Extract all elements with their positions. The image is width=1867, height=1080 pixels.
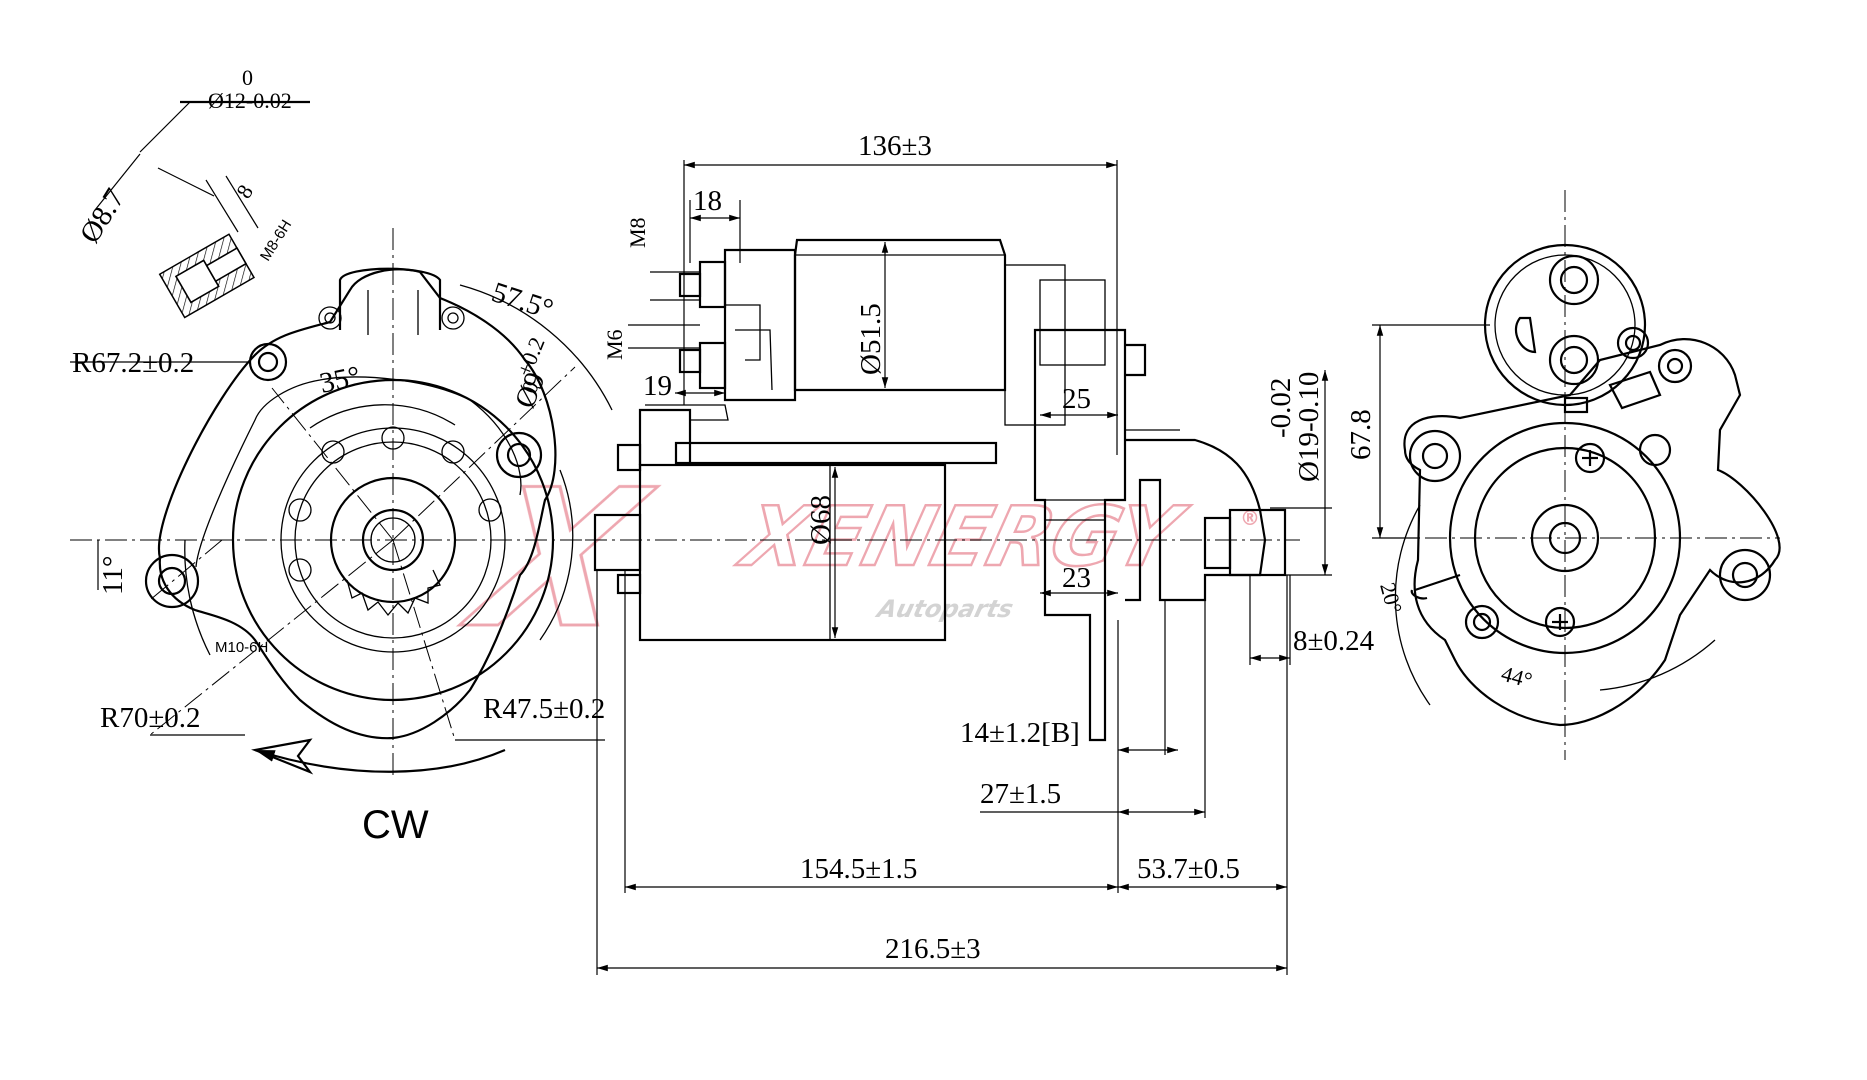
dimension-labels: 0 Ø12-0.02 Ø8.7 8 M8-6H 57.5° R67.2±0.2 …: [72, 65, 1535, 965]
dia-68-label: Ø68: [805, 495, 837, 545]
shaft-dia-label: Ø12-0.02: [208, 88, 292, 113]
length-14-label: 14±1.2[B]: [960, 717, 1080, 749]
angle-20-label: 20°: [1375, 580, 1407, 616]
dia-51-label: Ø51.5: [855, 303, 887, 375]
thread-m10-label: M10-6H: [215, 639, 268, 656]
solenoid-end-view: [1390, 190, 1781, 760]
angle-35-label: 35°: [317, 360, 363, 400]
length-18-label: 18: [693, 185, 722, 217]
angle-57-label: 57.5°: [488, 276, 557, 326]
pilot-dia-label: Ø19-0.10: [1293, 372, 1325, 482]
radius-47-label: R47.5±0.2: [483, 693, 605, 725]
brand-watermark: X XENERGY ® Autoparts: [447, 447, 1260, 672]
stud-m8-label: M8: [625, 217, 650, 248]
watermark-brand: XENERGY: [729, 489, 1196, 585]
screw-head-icon: [1544, 442, 1606, 638]
radius-70-label: R70±0.2: [100, 702, 201, 734]
length-53-label: 53.7±0.5: [1137, 853, 1240, 885]
thread-m8-label: M8-6H: [257, 217, 295, 264]
length-23-label: 23: [1062, 562, 1091, 594]
thread-detail-section: [94, 100, 310, 319]
length-19-label: 19: [643, 370, 672, 402]
pilot-tol-label: -0.02: [1265, 378, 1297, 438]
length-216-label: 216.5±3: [885, 933, 981, 965]
shaft-tol-label: 0: [242, 65, 253, 90]
radius-67-label: R67.2±0.2: [72, 347, 194, 379]
watermark-reg: ®: [1240, 506, 1260, 530]
watermark-x: X: [448, 449, 668, 671]
pinion-gear-icon: [346, 569, 441, 617]
height-67-label: 67.8: [1345, 409, 1377, 460]
stud-m6-label: M6: [602, 329, 627, 360]
length-27-label: 27±1.5: [980, 778, 1061, 810]
rotation-label: CW: [362, 803, 429, 847]
screw-dia-label: Ø8.7: [74, 183, 131, 248]
angle-44-label: 44°: [1499, 661, 1535, 693]
screw-len-label: 8: [231, 180, 258, 203]
length-25-label: 25: [1062, 383, 1091, 415]
dimension-lines: [70, 160, 1490, 975]
length-8-label: 8±0.24: [1293, 625, 1375, 657]
angle-11-label: 11°: [97, 555, 129, 595]
flange-end-view: [70, 228, 613, 778]
length-154-label: 154.5±1.5: [800, 853, 917, 885]
side-view: [585, 238, 1300, 742]
hole-tol-label: +0.2: [511, 333, 549, 379]
length-136-label: 136±3: [858, 130, 932, 162]
